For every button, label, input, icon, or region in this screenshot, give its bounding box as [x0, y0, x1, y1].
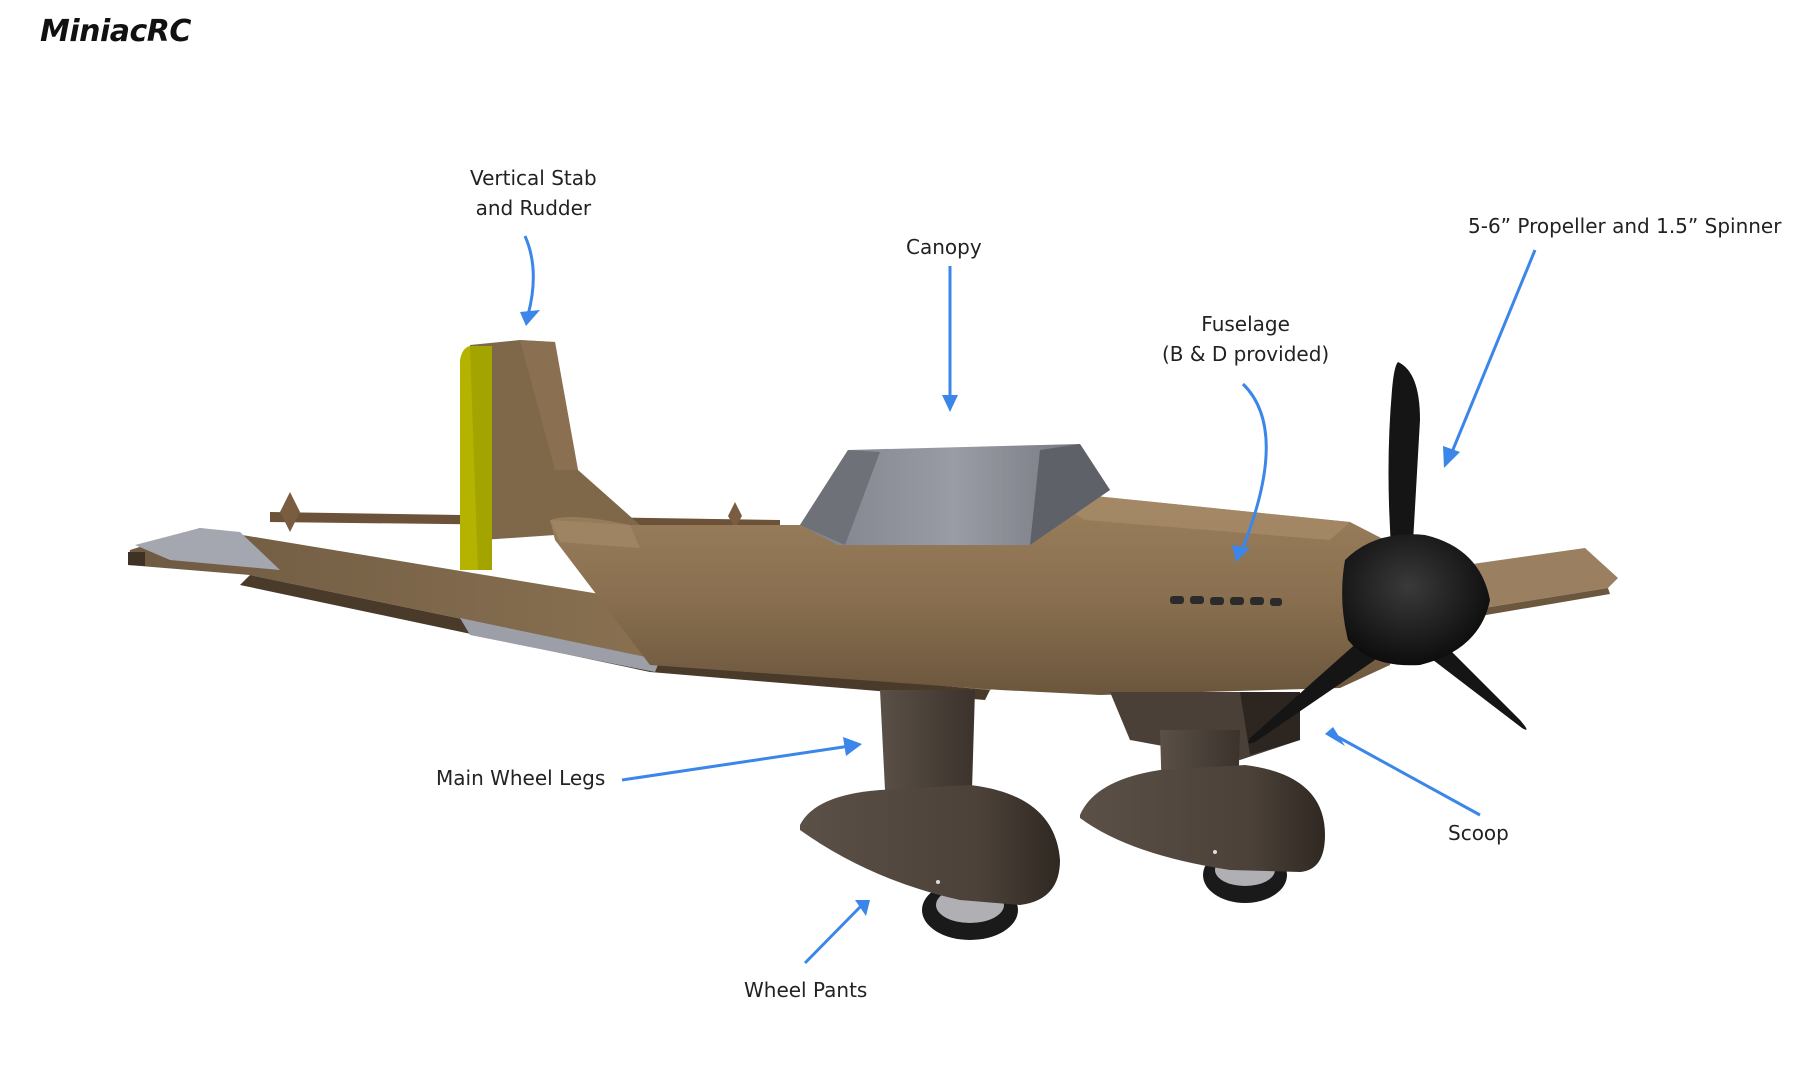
callout-arrows: [523, 235, 1537, 965]
callout-main-wheel-legs-label: Main Wheel Legs: [436, 766, 606, 790]
vertical-stab-and-rudder: [460, 340, 640, 570]
arrow-scoop: [1337, 735, 1481, 817]
brand-title: MiniacRC: [40, 14, 191, 49]
arrow-fuselage: [1240, 382, 1268, 551]
callout-canopy-label: Canopy: [906, 235, 982, 259]
callout-canopy: Canopy: [906, 232, 982, 262]
callout-vertical-stab-line1: Vertical Stab: [470, 166, 597, 190]
callout-vertical-stab-line2: and Rudder: [475, 196, 592, 220]
wheel-pants: [800, 765, 1325, 905]
callout-propeller-label: 5-6” Propeller and 1.5” Spinner: [1468, 214, 1782, 238]
arrow-propeller: [1450, 249, 1537, 453]
exhaust-stacks: [1170, 596, 1282, 606]
callout-propeller: 5-6” Propeller and 1.5” Spinner: [1468, 211, 1781, 241]
arrow-main-wheel-legs: [621, 744, 851, 782]
arrow-vertical-stab: [523, 235, 535, 316]
callout-scoop-label: Scoop: [1448, 821, 1509, 845]
callout-vertical-stab: Vertical Stab and Rudder: [470, 163, 597, 223]
callout-scoop: Scoop: [1448, 818, 1509, 848]
callout-wheel-pants-label: Wheel Pants: [744, 978, 868, 1002]
callout-main-wheel-legs: Main Wheel Legs: [436, 763, 605, 793]
arrow-wheel-pants: [803, 903, 864, 965]
callout-fuselage-line1: Fuselage: [1201, 312, 1290, 336]
canopy: [800, 444, 1110, 545]
callout-fuselage-line2: (B & D provided): [1162, 342, 1330, 366]
callout-fuselage: Fuselage (B & D provided): [1162, 309, 1329, 369]
fuselage: [550, 495, 1390, 695]
arrow-heads: [520, 310, 1460, 916]
propeller-and-spinner: [1248, 362, 1527, 744]
callout-wheel-pants: Wheel Pants: [744, 975, 867, 1005]
